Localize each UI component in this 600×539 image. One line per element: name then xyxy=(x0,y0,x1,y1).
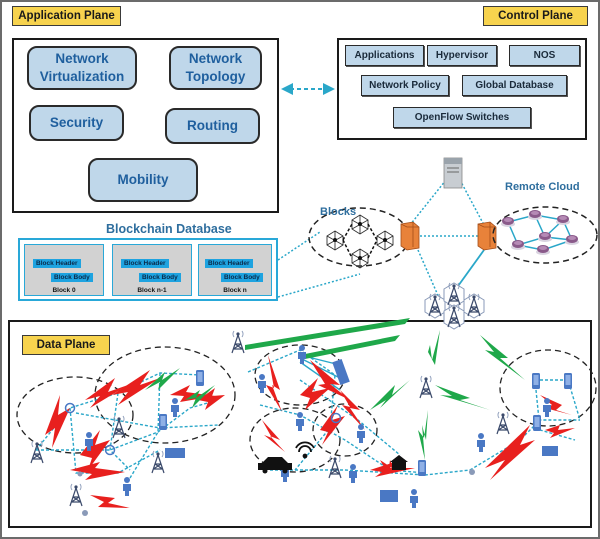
server-icon xyxy=(443,157,463,189)
block-nodes xyxy=(326,214,394,269)
data-plane-tag: Data Plane xyxy=(22,335,110,355)
block-body: Block Body xyxy=(139,273,181,282)
block-header: Block Header xyxy=(33,259,81,268)
block-header: Block Header xyxy=(121,259,169,268)
blocks-label: Blocks xyxy=(320,206,357,218)
blockchain-database: Block Header Block Body Block 0 Block He… xyxy=(18,238,278,301)
block-n: Block Header Block Body Block n xyxy=(198,244,272,296)
core-links xyxy=(409,179,485,301)
block-label: Block n xyxy=(223,287,247,294)
switch-icon xyxy=(332,359,350,385)
node-markers xyxy=(77,469,475,516)
cell-tower-icons xyxy=(30,330,510,507)
block-0: Block Header Block Body Block 0 xyxy=(24,244,104,296)
block-n-1: Block Header Block Body Block n-1 xyxy=(112,244,192,296)
printer-icons xyxy=(165,446,558,502)
firewall-icon xyxy=(400,221,420,251)
blockchain-title: Blockchain Database xyxy=(106,222,232,236)
ctrl-applications: Applications xyxy=(345,45,424,66)
app-network-virtualization: Network Virtualization xyxy=(27,46,137,90)
ctrl-hypervisor: Hypervisor xyxy=(427,45,497,66)
ctrl-nos: NOS xyxy=(509,45,580,66)
control-plane-tag: Control Plane xyxy=(483,6,588,26)
blockchain-links xyxy=(277,231,361,298)
block-body: Block Body xyxy=(51,273,93,282)
app-network-topology: Network Topology xyxy=(169,46,262,90)
block-label: Block n-1 xyxy=(137,287,167,294)
wifi-icon xyxy=(295,441,315,459)
app-routing: Routing xyxy=(165,108,260,144)
house-icon xyxy=(390,455,408,470)
application-plane-tag: Application Plane xyxy=(12,6,121,26)
wireless-links-green xyxy=(145,318,525,460)
remote-cloud xyxy=(492,206,598,264)
app-mobility: Mobility xyxy=(88,158,198,202)
car-icon xyxy=(258,457,292,474)
block-header: Block Header xyxy=(205,259,253,268)
block-body: Block Body xyxy=(221,273,263,282)
app-security: Security xyxy=(29,105,124,141)
remote-cloud-label: Remote Cloud xyxy=(505,181,580,193)
hub-icons xyxy=(64,402,342,456)
firewall-icon xyxy=(477,221,497,251)
block-label: Block 0 xyxy=(52,287,76,294)
ctrl-openflow-switches: OpenFlow Switches xyxy=(393,107,531,128)
ctrl-global-database: Global Database xyxy=(462,75,567,96)
ctrl-network-policy: Network Policy xyxy=(361,75,449,96)
